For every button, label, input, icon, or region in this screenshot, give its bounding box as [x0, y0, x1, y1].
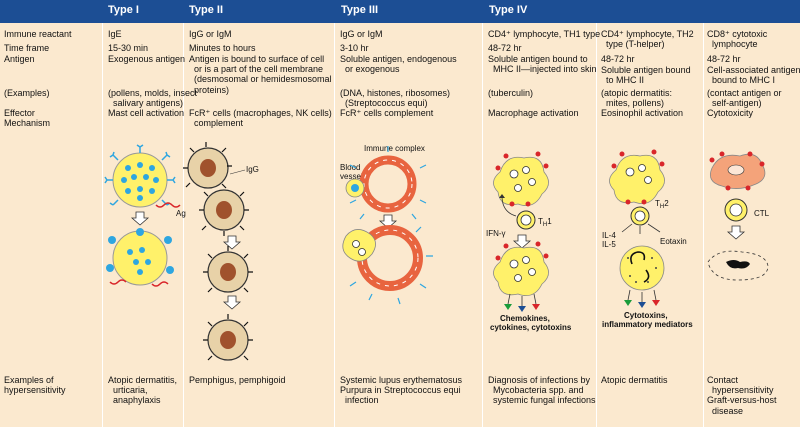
type-iii-examples: (DNA, histones, ribosomes) (Streptococcu…	[340, 88, 451, 109]
ag-label: Ag	[176, 209, 186, 218]
type-ii-reactant: IgG or IgM	[189, 29, 232, 39]
immune-complex-particle	[345, 178, 365, 198]
target-cells-illustration: IgG	[183, 142, 259, 361]
column-title-type-iii: Type III	[341, 4, 379, 16]
type-iv-ctl-effector: Cytotoxicity	[707, 108, 754, 118]
arrow-down-icon	[727, 225, 745, 240]
row-label-time-frame: Time frame	[4, 43, 50, 53]
type-ii-hypersensitivity: Pemphigus, pemphigoid	[189, 375, 286, 385]
igg-label: IgG	[246, 165, 259, 174]
type-iv-th2-hypersensitivity: Atopic dermatitis	[601, 375, 668, 385]
activated-macrophage	[493, 246, 549, 297]
type-iv-th2-reactant: CD4⁺ lymphocyte, TH2 type (T-helper)	[601, 29, 694, 50]
column-title-type-ii: Type II	[189, 4, 224, 16]
type-iv-ctl-hypersensitivity: Contact hypersensitivity Graft-versus-ho…	[707, 375, 777, 416]
type-iii-hypersensitivity: Systemic lupus erythematosus Purpura in …	[340, 375, 463, 406]
neutrophil	[342, 229, 376, 262]
th2-eosinophil-illustration: TH2 IL-4 IL-5 Eotaxin Cytotoxins,inflamm…	[602, 149, 693, 329]
dead-target-cell	[707, 250, 769, 281]
macrophage	[493, 156, 549, 207]
type-iv-th1-hypersensitivity: Diagnosis of infections by Mycobacteria …	[488, 375, 596, 406]
type-ii-antigen: Antigen is bound to surface of cell or i…	[189, 54, 332, 95]
type-i-effector: Mast cell activation	[108, 108, 185, 118]
th1-macrophage-illustration: TH1 IFN-γ Chemokines,cytokines, cytotoxi…	[486, 151, 572, 332]
column-divider	[482, 23, 483, 427]
type-iv-ctl-reactant: CD8⁺ cytotoxic lymphocyte	[707, 29, 768, 50]
column-divider	[596, 23, 597, 427]
column-divider	[183, 23, 184, 427]
row-label-hypersensitivity-examples: Examples of hypersensitivity	[4, 375, 66, 396]
antigen-presenting-cell	[609, 154, 665, 205]
type-iv-th2-effector: Eosinophil activation	[601, 108, 684, 118]
table-header	[0, 0, 800, 23]
antigen-strand	[155, 202, 181, 208]
type-iii-antigen: Soluble antigen, endogenous or exogenous	[340, 54, 457, 75]
il-4-label: IL-4	[602, 231, 616, 240]
type-iv-ctl-time: 48-72 hr	[707, 54, 741, 64]
th2-label: TH2	[655, 199, 669, 210]
type-iv-th2-examples: (atopic dermatitis: mites, pollens)	[601, 88, 673, 109]
row-label-antigen: Antigen	[4, 54, 35, 64]
type-iv-th2-antigen: Soluble antigen bound to MHC II	[601, 65, 691, 86]
column-divider	[703, 23, 704, 427]
type-i-examples: (pollens, molds, insect salivary antigen…	[108, 88, 198, 109]
type-i-antigen: Exogenous antigen	[108, 54, 186, 64]
arrow-down-icon	[513, 234, 531, 249]
arrow-down-icon	[223, 295, 241, 310]
ifn-gamma-label: IFN-γ	[486, 229, 506, 238]
column-divider	[334, 23, 335, 427]
th1-label: TH1	[538, 217, 552, 228]
row-label-examples: (Examples)	[4, 88, 50, 98]
type-i-reactant: IgE	[108, 29, 122, 39]
target-cell	[203, 189, 245, 231]
type-iii-time: 3-10 hr	[340, 43, 369, 53]
ctl-illustration: CTL	[707, 151, 770, 281]
arrow-down-icon	[223, 235, 241, 250]
row-label-immune-reactant: Immune reactant	[4, 29, 72, 39]
type-iv-ctl-antigen: Cell-associated antigen bound to MHC I	[707, 65, 800, 86]
il-5-label: IL-5	[602, 240, 616, 249]
type-iv-th1-time: 48-72 hr	[488, 43, 522, 53]
type-i-time: 15-30 min	[108, 43, 149, 53]
target-cell	[187, 147, 229, 189]
arrow-down-icon	[131, 211, 149, 226]
immune-complex-label: Immune complex	[364, 144, 425, 153]
th1-output-label: Chemokines,cytokines, cytotoxins	[490, 314, 572, 332]
type-iv-ctl-examples: (contact antigen or self-antigen)	[707, 88, 782, 109]
type-iv-th1-effector: Macrophage activation	[488, 108, 579, 118]
lysed-target-cell	[207, 319, 249, 361]
type-iii-effector: FcR⁺ cells complement	[340, 108, 434, 118]
column-divider	[102, 23, 103, 427]
type-iv-th2-time: 48-72 hr	[601, 54, 635, 64]
type-iii-reactant: IgG or IgM	[340, 29, 383, 39]
type-iv-th1-examples: (tuberculin)	[488, 88, 534, 98]
target-cell	[207, 251, 249, 293]
type-i-hypersensitivity: Atopic dermatitis, urticaria, anaphylaxi…	[108, 375, 178, 406]
column-title-type-iv: Type IV	[489, 4, 528, 16]
mast-cell-illustration: Ag	[104, 144, 186, 287]
ctl-label: CTL	[754, 209, 770, 218]
column-title-type-i: Type I	[108, 4, 139, 16]
degranulating-mast-cell	[112, 230, 168, 286]
type-iv-th1-reactant: CD4⁺ lymphocyte, TH1 type	[488, 29, 601, 39]
type-ii-time: Minutes to hours	[189, 43, 256, 53]
type-iv-th1-antigen: Soluble antigen bound to MHC II—injected…	[488, 54, 597, 75]
type-ii-effector: FcR⁺ cells (macrophages, NK cells) compl…	[189, 108, 332, 129]
eotaxin-label: Eotaxin	[660, 237, 687, 246]
th2-output-label: Cytotoxins,inflammatory mediators	[602, 311, 693, 329]
row-label-effector-mechanism: Effector Mechanism	[4, 108, 51, 129]
